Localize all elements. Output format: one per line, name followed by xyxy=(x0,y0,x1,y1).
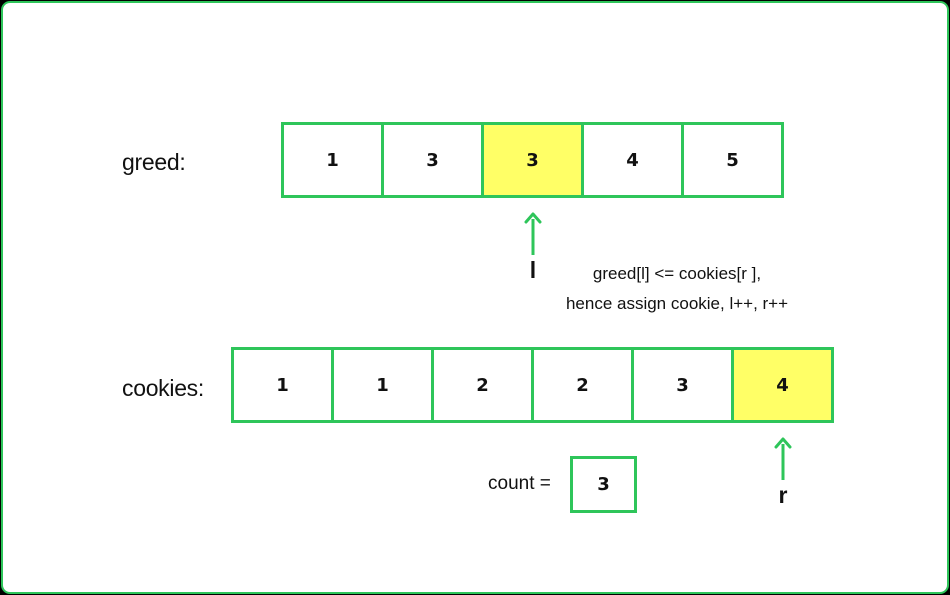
greed-cell: 4 xyxy=(584,122,684,198)
cookies-cell: 2 xyxy=(434,347,534,423)
step-note-line-1: greed[l] <= cookies[r ], xyxy=(592,264,762,283)
cookies-array: 1 1 2 2 3 4 xyxy=(231,347,834,423)
l-pointer-arrow-icon xyxy=(524,212,542,255)
cookies-label: cookies: xyxy=(122,375,204,401)
count-label: count = xyxy=(488,473,551,494)
greed-label: greed: xyxy=(122,149,186,175)
cookies-cell: 2 xyxy=(534,347,634,423)
greed-cell: 1 xyxy=(284,122,384,198)
greed-array: 1 3 3 4 5 xyxy=(281,122,784,198)
greed-cell: 3 xyxy=(384,122,484,198)
r-pointer-label: r xyxy=(778,482,788,508)
r-pointer-arrow-icon xyxy=(774,437,792,480)
l-pointer-label: l xyxy=(529,257,537,283)
greed-cell: 5 xyxy=(684,122,784,198)
step-note: greed[l] <= cookies[r ], hence assign co… xyxy=(517,259,837,319)
cookies-cell-highlighted: 4 xyxy=(734,347,834,423)
count-value-box: 3 xyxy=(570,456,637,513)
step-note-line-2: hence assign cookie, l++, r++ xyxy=(565,294,789,313)
cookies-cell: 1 xyxy=(334,347,434,423)
cookies-cell: 1 xyxy=(234,347,334,423)
cookies-cell: 3 xyxy=(634,347,734,423)
greed-cell-highlighted: 3 xyxy=(484,122,584,198)
